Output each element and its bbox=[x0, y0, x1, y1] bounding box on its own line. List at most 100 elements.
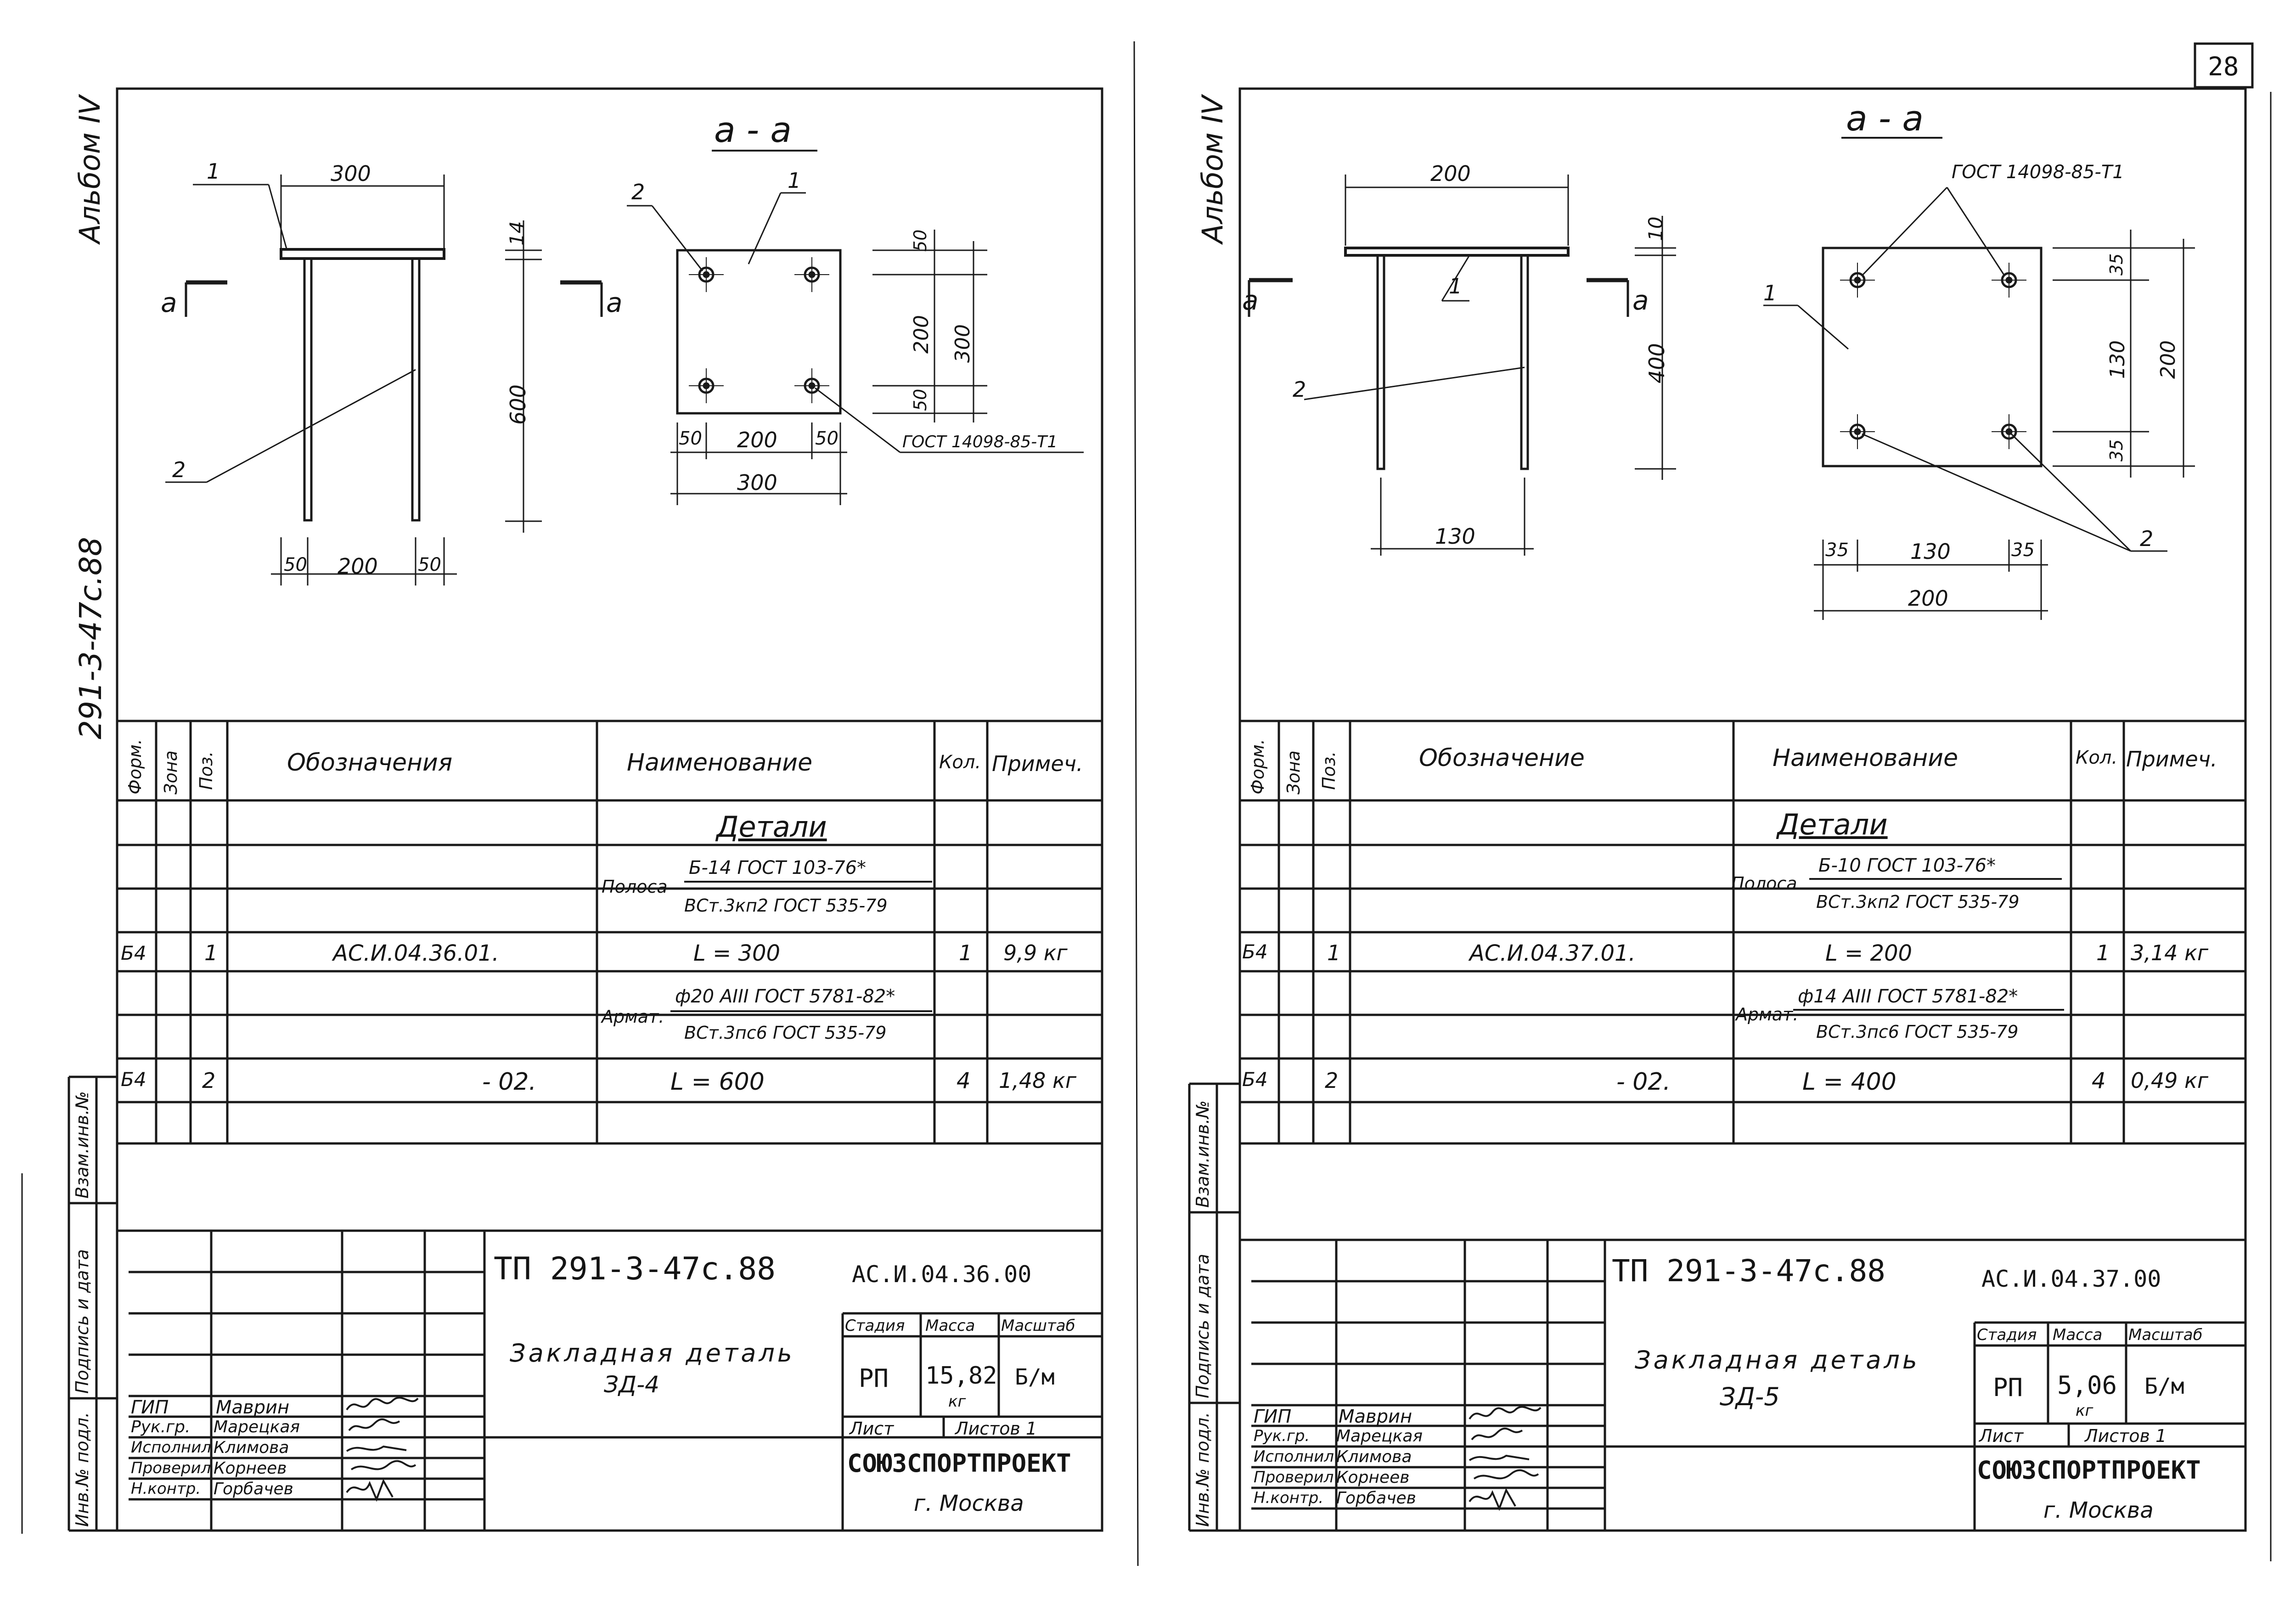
stamp-doc-code: ТП 291-3-47с.88 bbox=[494, 1251, 776, 1287]
section-mark-right-r: а bbox=[1632, 285, 1649, 316]
side-col-2-r: Инв.№ подл. bbox=[1193, 1412, 1213, 1527]
plan-dim-outer: 300 bbox=[951, 324, 974, 363]
stamp-scale: Б/м bbox=[1015, 1364, 1055, 1390]
fold-line bbox=[1133, 41, 1139, 1566]
callout-pos1: 1 bbox=[207, 159, 220, 184]
person-name-1: Марецкая bbox=[214, 1418, 300, 1436]
col-name-header-r: Наименование bbox=[1773, 744, 1958, 772]
gost-weld-callout: ГОСТ 14098-85-Т1 bbox=[902, 433, 1058, 451]
plan-dim-top-r: 35 bbox=[2106, 253, 2127, 276]
callout-pos1-r: 1 bbox=[1449, 274, 1463, 298]
right-sheet-frame bbox=[1188, 87, 2272, 1561]
person-role-2-r: Исполнил bbox=[1254, 1447, 1334, 1466]
row1-designation: АС.И.04.36.01. bbox=[333, 940, 499, 966]
dim-top-width: 300 bbox=[331, 161, 371, 186]
dim-plate-thk-r: 10 bbox=[1644, 216, 1667, 241]
plan-dim-bot: 50 bbox=[910, 388, 930, 411]
callout-pos2-r: 2 bbox=[1293, 377, 1306, 402]
col-form-header-r: Форм. bbox=[1248, 739, 1268, 794]
side-col-2: Инв.№ подл. bbox=[72, 1412, 92, 1527]
stamp-scale-label-r: Масштаб bbox=[2128, 1326, 2203, 1344]
row1-form: Б4 bbox=[121, 942, 146, 964]
person-role-1-r: Рук.гр. bbox=[1254, 1427, 1310, 1445]
plan-callout-1-r: 1 bbox=[1763, 281, 1777, 305]
row3-name: L = 600 bbox=[670, 1068, 765, 1096]
col-name-header: Наименование bbox=[627, 749, 813, 777]
person-role-1: Рук.гр. bbox=[131, 1418, 191, 1436]
right-elevation bbox=[1248, 175, 1676, 556]
row1-qty-r: 1 bbox=[2096, 940, 2110, 965]
stamp-scale-label: Масштаб bbox=[1001, 1317, 1075, 1335]
person-name-2-r: Климова bbox=[1336, 1447, 1412, 1466]
row0-name-bottom-r: ВСт.3кп2 ГОСТ 535-79 bbox=[1816, 892, 2020, 912]
row0-name-prefix: Полоса bbox=[602, 877, 668, 897]
stamp-title-line2: ЗД-4 bbox=[604, 1371, 659, 1398]
section-mark-left-r: а bbox=[1242, 285, 1259, 316]
plan-dim-left-r: 35 bbox=[1825, 540, 1849, 561]
plan-dim-bot-r: 35 bbox=[2106, 439, 2127, 462]
col-zone-header: Зона bbox=[161, 750, 181, 794]
row2-fraction-line bbox=[670, 1010, 932, 1012]
row3-pos: 2 bbox=[202, 1068, 216, 1093]
plan-callout-1: 1 bbox=[788, 168, 801, 193]
plan-dim-mid: 200 bbox=[737, 428, 777, 452]
plan-dim-left: 50 bbox=[679, 428, 702, 449]
left-plan bbox=[627, 150, 1084, 505]
row0-fraction-line bbox=[684, 881, 932, 883]
row0-name-bottom: ВСт.3кп2 ГОСТ 535-79 bbox=[684, 895, 888, 916]
person-name-4: Горбачев bbox=[214, 1480, 293, 1498]
dim-height-r: 400 bbox=[1644, 343, 1669, 383]
stamp-stage-r: РП bbox=[1993, 1373, 2023, 1402]
row2-name-prefix: Армат. bbox=[602, 1007, 664, 1027]
row1-form-r: Б4 bbox=[1242, 940, 1268, 963]
person-name-1-r: Марецкая bbox=[1336, 1427, 1423, 1446]
plan-dim-total: 300 bbox=[737, 470, 777, 495]
person-role-3: Проверил bbox=[131, 1459, 211, 1477]
row1-qty: 1 bbox=[959, 940, 973, 965]
plan-dim-right: 50 bbox=[815, 428, 838, 449]
stamp-sheets-label-r: Листов 1 bbox=[2085, 1426, 2167, 1446]
stamp-mass-unit-r: кг bbox=[2076, 1402, 2093, 1420]
plan-dim-mid-r: 130 bbox=[1910, 539, 1951, 564]
section-mark-right: а bbox=[606, 287, 623, 318]
row3-pos-r: 2 bbox=[1325, 1068, 1339, 1093]
person-role-2: Исполнил bbox=[131, 1438, 211, 1457]
plan-dim-total-r: 200 bbox=[1908, 586, 1948, 611]
stamp-city-r: г. Москва bbox=[2043, 1497, 2154, 1523]
row0-name-prefix-r: Полоса bbox=[1731, 873, 1797, 894]
row1-note: 9,9 кг bbox=[1003, 940, 1068, 965]
row1-pos-r: 1 bbox=[1327, 940, 1341, 965]
person-role-4: Н.контр. bbox=[131, 1480, 201, 1498]
stamp-scale-r: Б/м bbox=[2144, 1374, 2184, 1399]
col-pos-header: Поз. bbox=[196, 751, 216, 790]
project-code-side: 291-3-47с.88 bbox=[73, 537, 108, 739]
plan-dim-top: 50 bbox=[910, 229, 930, 252]
row3-note-r: 0,49 кг bbox=[2131, 1068, 2208, 1093]
plan-callout-2: 2 bbox=[631, 180, 645, 204]
person-name-2: Климова bbox=[214, 1438, 289, 1457]
row2-name-top: ф20 АIII ГОСТ 5781-82* bbox=[675, 986, 895, 1007]
plan-dim-inner: 200 bbox=[910, 315, 933, 354]
plan-dim-outer-r: 200 bbox=[2156, 340, 2180, 379]
signatures-left bbox=[346, 1396, 419, 1502]
row2-fraction-line-r bbox=[1793, 1009, 2064, 1011]
row1-designation-r: АС.И.04.37.01. bbox=[1469, 940, 1636, 966]
row2-name-prefix-r: Армат. bbox=[1736, 1004, 1799, 1025]
plan-callout-2-r: 2 bbox=[2140, 526, 2154, 551]
person-name-3-r: Корнеев bbox=[1336, 1468, 1410, 1487]
col-form-header: Форм. bbox=[125, 739, 145, 794]
person-name-0: Маврин bbox=[216, 1397, 290, 1418]
side-col-0-r: Взам.инв.№ bbox=[1193, 1100, 1213, 1208]
stamp-mass-r: 5,06 bbox=[2057, 1371, 2117, 1400]
person-name-3: Корнеев bbox=[214, 1459, 287, 1478]
side-col-1-r: Подпись и дата bbox=[1193, 1254, 1213, 1398]
callout-pos2: 2 bbox=[172, 457, 186, 482]
row0-fraction-line-r bbox=[1809, 878, 2062, 880]
stamp-sheets-label: Листов 1 bbox=[955, 1419, 1037, 1439]
stamp-mass-label: Масса bbox=[925, 1317, 975, 1335]
col-zone-header-r: Зона bbox=[1283, 750, 1304, 794]
row2-name-bottom: ВСт.3пс6 ГОСТ 535-79 bbox=[684, 1023, 887, 1043]
dim-top-width-r: 200 bbox=[1430, 161, 1471, 186]
plan-dim-right-r: 35 bbox=[2011, 540, 2035, 561]
